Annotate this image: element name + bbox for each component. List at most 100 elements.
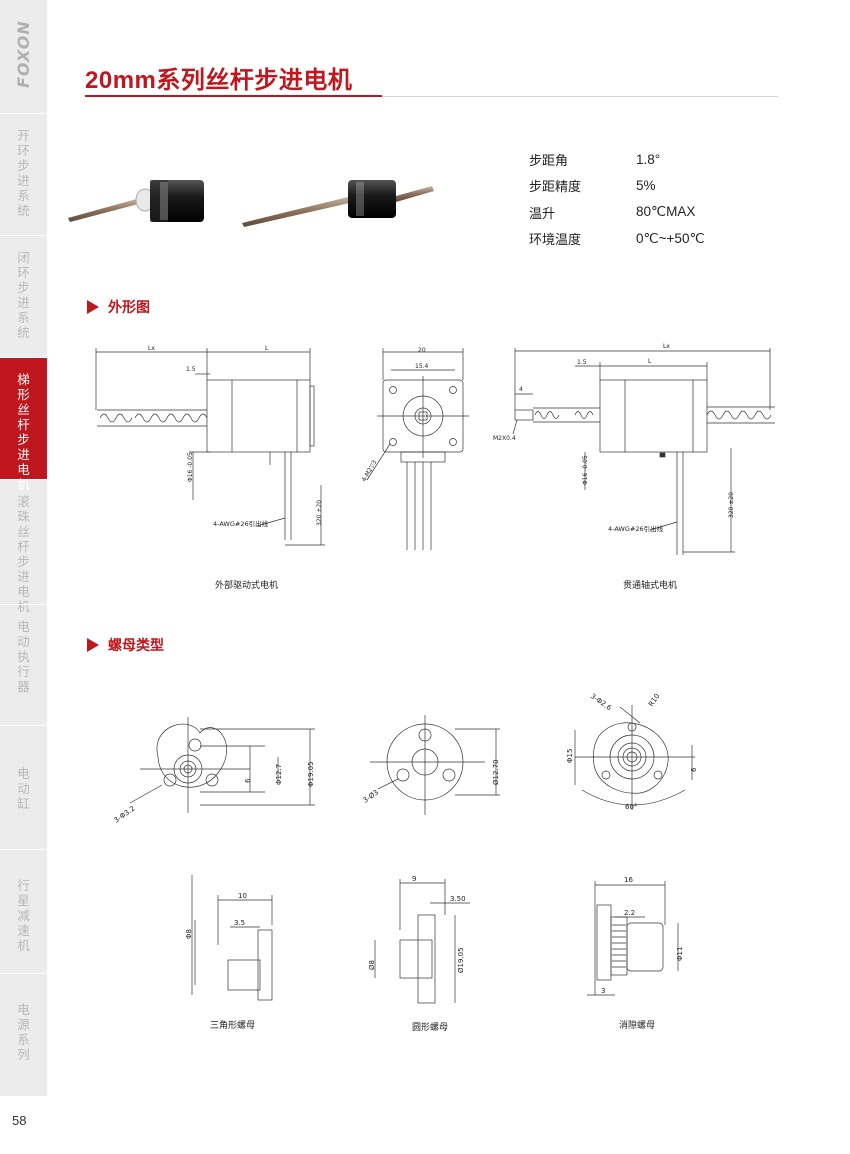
- dim-thread: M2X0.4: [493, 435, 516, 442]
- spec-row: 步距角 1.8°: [529, 146, 705, 173]
- dim-wire: 4-AWG#26引出线: [213, 519, 269, 528]
- sidebar-section-label: 行星减速机: [17, 878, 30, 953]
- sidebar-section-label: 梯形丝杆步进电机: [17, 372, 30, 492]
- sidebar-section-power[interactable]: 电源系列: [0, 973, 47, 1096]
- product-photos: [68, 180, 434, 227]
- spec-row: 步距精度 5%: [529, 173, 705, 200]
- dim-phi-12-70: Ø12.70: [492, 759, 500, 785]
- sidebar-section-label: 电源系列: [17, 1002, 30, 1062]
- dim-phi-12-7: Φ12.7: [275, 764, 283, 785]
- external-motor-photo: [68, 180, 204, 222]
- dim-holes: 4-M2▽3: [361, 459, 379, 483]
- dim-60-deg: 60°: [625, 803, 637, 811]
- page-title: 20mm系列丝杆步进电机: [85, 67, 353, 94]
- section-title: 螺母类型: [108, 638, 164, 654]
- through-shaft-motor-drawing: Lx L 1.5 4 M2X0.4 Φ16 -0.05 320 ±20 4-AW…: [493, 343, 775, 555]
- outline-drawings: Lx L 1.5 Φ16 -0.05 320 ±20 4-AWG#26引出线 2…: [95, 343, 775, 555]
- dim-shaft: Φ16 -0.05: [582, 455, 589, 485]
- through-shaft-motor-photo: [242, 180, 434, 227]
- sidebar-section-label: 电动缸: [17, 766, 30, 811]
- spec-table: 步距角 1.8° 步距精度 5% 温升 80℃MAX 环境温度 0℃~+50℃: [529, 146, 705, 252]
- dim-20: 20: [418, 347, 426, 354]
- dim-holes: 3-Φ2.6: [589, 692, 613, 712]
- spec-label: 步距角: [529, 153, 569, 169]
- sidebar-section-label: 滚珠丝杆步进电机: [17, 494, 30, 614]
- foxon-logo: FOXON: [14, 20, 33, 88]
- sidebar-section-actuator[interactable]: 电动执行器: [0, 604, 47, 725]
- dim-shaft: Φ16 -0.05: [187, 452, 194, 482]
- dim-4: 4: [519, 386, 523, 393]
- caption-antibacklash-nut: 消隙螺母: [619, 1021, 656, 1031]
- antibacklash-nut-side-view: 16 2.2 Φ11 3: [587, 876, 684, 996]
- section-title: 外形图: [108, 300, 150, 316]
- dim-l: L: [648, 358, 652, 365]
- dim-3-5: 3.5: [234, 919, 245, 927]
- triangle-bullet-icon: [87, 300, 99, 314]
- section-heading-outline: 外形图: [87, 297, 150, 317]
- dim-phi-8: Φ8: [185, 929, 193, 939]
- dim-6: 6: [244, 778, 252, 783]
- dim-lx: Lx: [663, 343, 670, 350]
- dim-9: 9: [412, 875, 416, 883]
- caption-through-shaft-motor: 贯通轴式电机: [623, 581, 678, 591]
- spec-label: 温升: [529, 206, 556, 222]
- spec-label: 环境温度: [529, 233, 582, 249]
- spec-value: 80℃MAX: [636, 204, 696, 220]
- dim-3: 3: [601, 987, 605, 995]
- dim-lx: Lx: [148, 345, 155, 352]
- dim-lead: 320 ±20: [728, 492, 735, 518]
- spec-label: 步距精度: [529, 180, 582, 196]
- section-heading-nut-types: 螺母类型: [87, 635, 164, 655]
- front-view-drawing: 20 15.4 4-M2▽3: [361, 347, 469, 550]
- dim-phi-8: Ø8: [368, 960, 376, 970]
- dim-l: L: [265, 345, 269, 352]
- dim-15-4: 15.4: [415, 363, 429, 370]
- spec-value: 1.8°: [636, 151, 661, 167]
- dim-1-5: 1.5: [577, 359, 587, 366]
- external-drive-motor-drawing: Lx L 1.5 Φ16 -0.05 320 ±20 4-AWG#26引出线: [95, 345, 325, 546]
- spec-row: 环境温度 0℃~+50℃: [529, 226, 705, 253]
- spec-value: 5%: [636, 178, 656, 194]
- page-number: 58: [12, 1113, 27, 1128]
- nut-drawings: 6 Φ12.7 Φ19.05 3-Φ3.2 Ø12.70 3-Ø3: [113, 692, 698, 1004]
- title-divider: [85, 96, 778, 97]
- spec-row: 温升 80℃MAX: [529, 199, 705, 226]
- dim-r10: R10: [647, 692, 661, 708]
- dim-3-50: 3.50: [450, 895, 466, 903]
- dim-phi-19-05: Ø19.05: [457, 947, 465, 973]
- triangle-nut-top-view: 6 Φ12.7 Φ19.05 3-Φ3.2: [113, 717, 315, 825]
- triangle-bullet-icon: [87, 638, 99, 652]
- dim-holes: 3-Φ3.2: [113, 805, 137, 825]
- round-nut-top-view: Ø12.70 3-Ø3: [362, 715, 500, 815]
- dim-2-2: 2.2: [624, 909, 635, 917]
- triangle-nut-side-view: 10 3.5 Φ8: [185, 875, 273, 1001]
- sidebar-section-label: 闭环步进系统: [17, 250, 30, 340]
- brand-text: FOXON: [14, 20, 33, 88]
- sidebar-section-ballscrew[interactable]: 滚珠丝杆步进电机: [0, 479, 47, 614]
- dim-phi-19-05: Φ19.05: [307, 761, 315, 787]
- dim-phi-15: Φ15: [566, 749, 574, 763]
- dim-6: 6: [690, 767, 698, 772]
- sidebar-section-trapezoidal-screw[interactable]: 梯形丝杆步进电机: [0, 357, 47, 492]
- caption-triangle-nut: 三角形螺母: [210, 1021, 256, 1031]
- sidebar-section-cylinder[interactable]: 电动缸: [0, 725, 47, 849]
- caption-external-motor: 外部驱动式电机: [215, 581, 279, 591]
- sidebar-section-label: 电动执行器: [17, 619, 30, 694]
- sidebar-section-open-loop[interactable]: 开环步进系统: [0, 113, 47, 235]
- dim-10: 10: [238, 892, 247, 900]
- sidebar: FOXON 开环步进系统 闭环步进系统 梯形丝杆步进电机 滚珠丝杆步进电机 电动…: [0, 0, 47, 1096]
- sidebar-section-planetary[interactable]: 行星减速机: [0, 849, 47, 973]
- antibacklash-nut-top-view: Φ15 6 60° 3-Φ2.6 R10: [566, 692, 698, 811]
- sidebar-section-closed-loop[interactable]: 闭环步进系统: [0, 235, 47, 357]
- dim-lead: 320 ±20: [316, 500, 323, 526]
- dim-holes: 3-Ø3: [362, 788, 380, 804]
- dim-phi-11: Φ11: [676, 947, 684, 961]
- sidebar-section-label: 开环步进系统: [17, 128, 30, 218]
- dim-1-5: 1.5: [186, 366, 196, 373]
- dim-wire: 4-AWG#26引出线: [608, 524, 664, 533]
- round-nut-side-view: 9 3.50 Ø8 Ø19.05: [368, 875, 470, 1004]
- caption-round-nut: 圆形螺母: [412, 1023, 449, 1033]
- dim-16: 16: [624, 876, 633, 884]
- spec-value: 0℃~+50℃: [636, 230, 705, 246]
- title-underline: [85, 95, 382, 97]
